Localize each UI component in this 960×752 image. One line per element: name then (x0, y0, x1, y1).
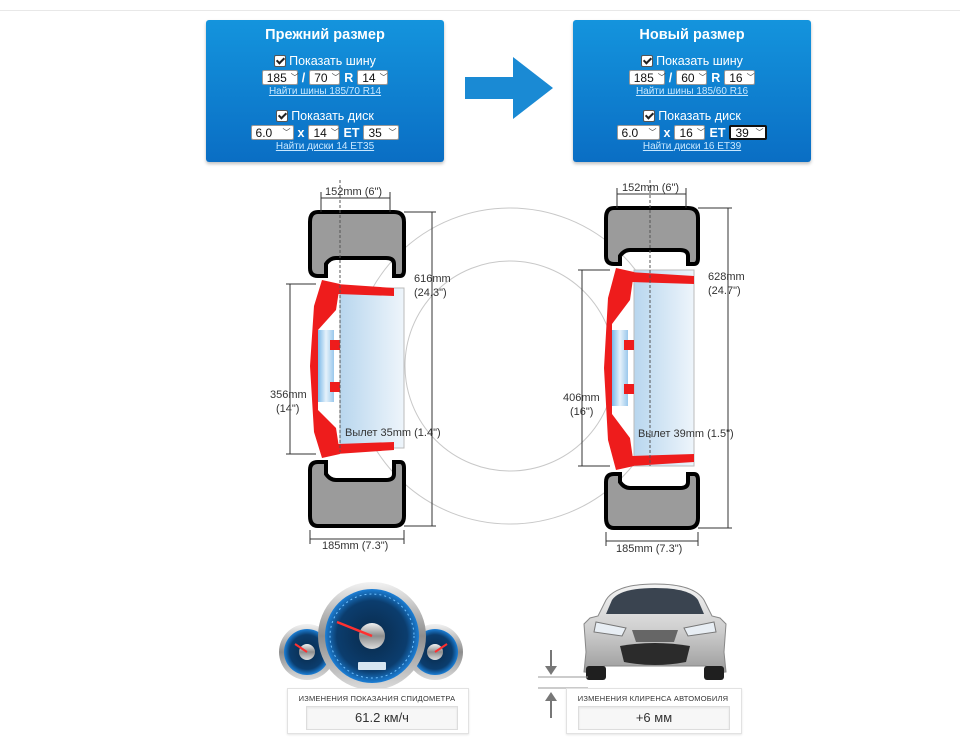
new-find-discs-link[interactable]: Найти диски 16 ET39 (642, 141, 742, 152)
old-find-discs-link[interactable]: Найти диски 14 ET35 (275, 141, 375, 152)
new-show-disc-label: Показать диск (658, 108, 741, 123)
old-tire-slash: / (301, 70, 306, 85)
old-size-panel: Прежний размер Показать шину 185﹀ / 70﹀ … (206, 20, 444, 162)
new-section-width-label: 185mm (7.3") (616, 543, 682, 555)
new-show-disc-row: Показать диск (573, 108, 811, 123)
old-dimensions (286, 192, 436, 544)
new-tire-bottom (604, 472, 700, 530)
old-hub-spoke (330, 340, 340, 350)
new-outer-diameter-mm: 628mm (708, 271, 745, 283)
old-rim-outer (310, 280, 340, 458)
new-dimensions (578, 188, 732, 546)
chevron-down-icon: ﹀ (290, 73, 299, 82)
new-size-panel: Новый размер Показать шину 185﹀ / 60﹀ R … (573, 20, 811, 162)
new-tire-top (604, 206, 700, 266)
new-size-title: Новый размер (639, 27, 745, 43)
old-rim-diameter-mm: 356mm (270, 389, 307, 401)
new-disc-selectors: 6.0﹀ x 16﹀ ET 39﹀ (573, 124, 811, 141)
old-tire-bottom (308, 460, 406, 528)
old-tire-diameter-select[interactable]: 14﹀ (357, 70, 389, 85)
chevron-down-icon: ﹀ (657, 73, 666, 82)
clearance-value: +6 мм (578, 706, 730, 730)
new-show-tire-checkbox[interactable] (641, 54, 654, 67)
old-show-disc-label: Показать диск (291, 108, 374, 123)
old-tire-top (308, 210, 406, 278)
old-rim-barrel (339, 287, 405, 449)
new-disc-x: x (663, 125, 671, 140)
chevron-down-icon: ﹀ (330, 128, 339, 137)
old-disc-width-select[interactable]: 6.0﹀ (250, 125, 294, 140)
new-outer-diameter-in: (24.7") (708, 285, 741, 297)
speedometer-icon (279, 582, 463, 690)
new-tire-r: R (711, 70, 721, 85)
old-outer-diameter-in: (24.3") (414, 287, 447, 299)
new-tire-slash: / (668, 70, 673, 85)
old-tire-selectors: 185﹀ / 70﹀ R 14﹀ (206, 69, 444, 86)
chevron-down-icon: ﹀ (696, 128, 705, 137)
old-disc-offset-select[interactable]: 35﹀ (363, 125, 400, 140)
old-tire-r: R (344, 70, 354, 85)
chevron-down-icon: ﹀ (746, 73, 755, 82)
arrow-right-icon (465, 57, 553, 119)
old-tire-profile-select[interactable]: 70﹀ (309, 70, 341, 85)
clearance-label: ИЗМЕНЕНИЯ КЛИРЕНСА АВТОМОБИЛЯ (577, 694, 729, 703)
old-hub-spoke (330, 382, 340, 392)
old-size-title: Прежний размер (265, 27, 385, 43)
new-show-tire-row: Показать шину (573, 53, 811, 68)
tire-comparison-diagram: 152mm (6") 616mm (24.3") 356mm (14") Выл… (270, 180, 745, 555)
old-section-width-label: 185mm (7.3") (322, 540, 388, 552)
old-tread-width-label: 152mm (6") (325, 186, 382, 198)
new-tire-width-select[interactable]: 185﹀ (628, 70, 666, 85)
new-show-disc-checkbox[interactable] (643, 109, 656, 122)
new-rim-diameter-in: (16") (570, 406, 593, 418)
old-disc-et: ET (343, 125, 360, 140)
old-rim-diameter-in: (14") (276, 403, 299, 415)
clearance-arrows-icon (538, 650, 588, 718)
chevron-down-icon: ﹀ (755, 128, 764, 137)
chevron-down-icon: ﹀ (331, 73, 340, 82)
new-rim-barrel (633, 269, 695, 467)
new-tire-section (604, 180, 700, 530)
old-disc-selectors: 6.0﹀ x 14﹀ ET 35﹀ (206, 124, 444, 141)
car-front-icon (583, 583, 727, 680)
old-outer-diameter-mm: 616mm (414, 273, 451, 285)
speedometer-value: 61.2 км/ч (306, 706, 458, 730)
new-hub-spoke (624, 340, 634, 350)
new-offset-label: Вылет 39mm (1.5") (638, 428, 734, 440)
new-hub-spoke (624, 384, 634, 394)
top-divider (0, 10, 960, 11)
new-tire-diameter-select[interactable]: 16﹀ (724, 70, 756, 85)
new-tire-selectors: 185﹀ / 60﹀ R 16﹀ (573, 69, 811, 86)
new-tire-profile-select[interactable]: 60﹀ (676, 70, 708, 85)
old-show-tire-label: Показать шину (289, 53, 376, 68)
old-find-tires-link[interactable]: Найти шины 185/70 R14 (268, 86, 382, 97)
old-disc-x: x (297, 125, 305, 140)
old-tire-section (308, 180, 406, 528)
old-offset-label: Вылет 35mm (1.4") (345, 427, 441, 439)
new-find-tires-link[interactable]: Найти шины 185/60 R16 (635, 86, 749, 97)
new-tread-width-label: 152mm (6") (622, 182, 679, 194)
old-tire-width-select[interactable]: 185﹀ (261, 70, 299, 85)
chevron-down-icon: ﹀ (379, 73, 388, 82)
old-show-tire-row: Показать шину (206, 53, 444, 68)
new-rim-diameter-mm: 406mm (563, 392, 600, 404)
new-disc-width-select[interactable]: 6.0﹀ (616, 125, 660, 140)
chevron-down-icon: ﹀ (648, 128, 657, 137)
new-disc-offset-select[interactable]: 39﹀ (729, 125, 768, 140)
chevron-down-icon: ﹀ (698, 73, 707, 82)
old-show-disc-checkbox[interactable] (276, 109, 289, 122)
old-disc-diameter-select[interactable]: 14﹀ (308, 125, 340, 140)
new-disc-diameter-select[interactable]: 16﹀ (674, 125, 706, 140)
new-show-tire-label: Показать шину (656, 53, 743, 68)
chevron-down-icon: ﹀ (388, 128, 397, 137)
speedometer-label: ИЗМЕНЕНИЯ ПОКАЗАНИЯ СПИДОМЕТРА (298, 694, 456, 703)
new-disc-et: ET (709, 125, 726, 140)
old-show-tire-checkbox[interactable] (274, 54, 287, 67)
old-show-disc-row: Показать диск (206, 108, 444, 123)
chevron-down-icon: ﹀ (282, 128, 291, 137)
new-rim-outer (604, 268, 634, 470)
